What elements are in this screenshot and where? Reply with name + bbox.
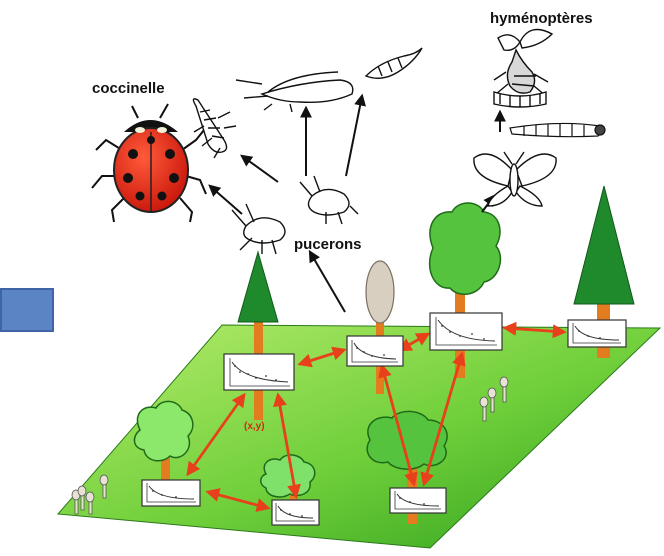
ladybird-label: coccinelle (92, 80, 165, 97)
caterpillar-icon (510, 123, 605, 136)
scatter-plot-panel-icon (390, 488, 446, 513)
aphids-label: pucerons (294, 236, 362, 253)
ladybird-larva-icon (193, 99, 236, 158)
scatter-plot-panel-icon (347, 336, 403, 366)
ladybird-icon (92, 104, 206, 222)
hymenoptera-label: hyménoptères (490, 10, 593, 27)
coordinates-label: (x,y) (244, 421, 265, 432)
aphid-icon (300, 176, 358, 224)
hoverfly-larva-icon (366, 48, 422, 78)
scatter-plot-panel-icon (272, 500, 319, 525)
scatter-plot-panel-icon (224, 354, 294, 390)
scatter-plot-panel-icon (568, 320, 626, 347)
side-box (0, 288, 54, 332)
moth-icon (474, 152, 556, 206)
wasp-icon (494, 30, 552, 108)
scatter-plot-panel-icon (142, 480, 200, 506)
scatter-plot-panel-icon (430, 313, 502, 350)
winged-aphid-icon (236, 72, 353, 112)
